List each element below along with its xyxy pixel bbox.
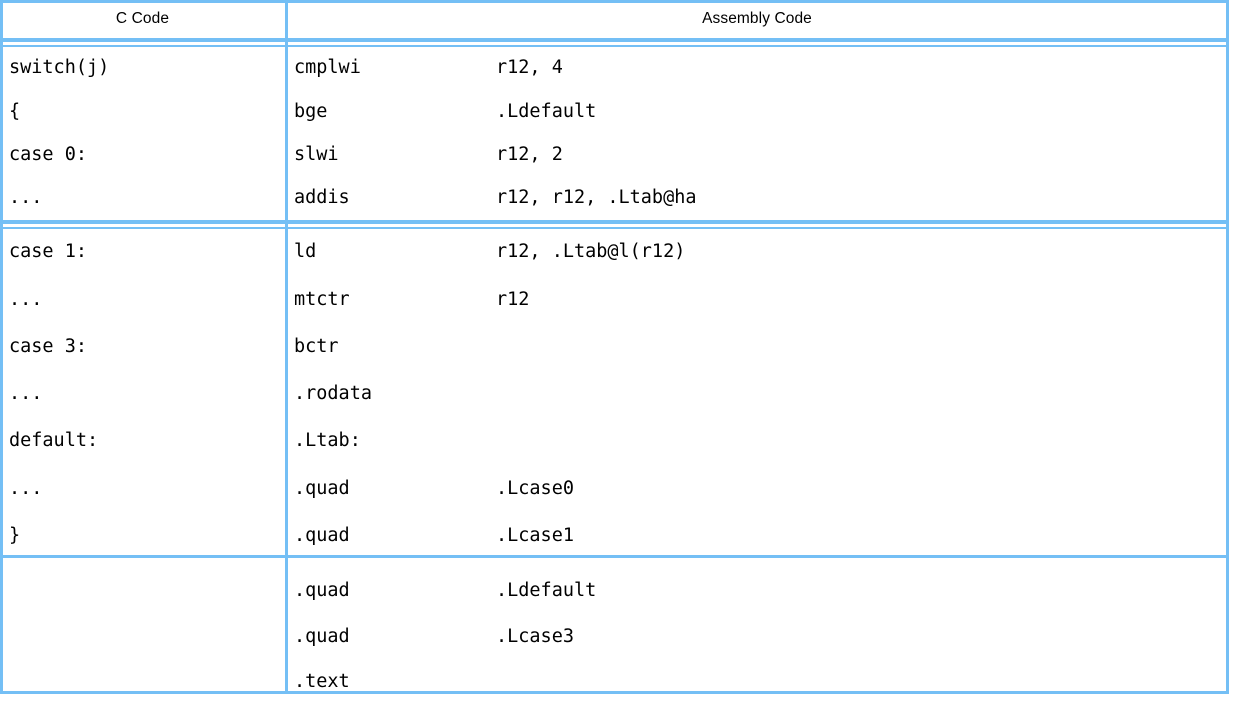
c-code-cell: } xyxy=(0,513,285,560)
table-row: .text xyxy=(0,660,1229,705)
c-code-text: case 0: xyxy=(9,143,87,165)
c-code-cell: case 3: xyxy=(0,324,285,371)
table-row: { bge .Ldefault xyxy=(0,90,1229,133)
c-code-text: ... xyxy=(9,288,43,310)
assembly-operands: r12, r12, .Ltab@ha xyxy=(496,187,697,209)
assembly-operands: r12, 2 xyxy=(496,143,563,165)
block-separator-1-thin xyxy=(0,227,1229,229)
c-code-text: default: xyxy=(9,430,99,452)
table-body: switch(j) cmplwi r12, 4 { bge .Ldefault case 0… xyxy=(0,47,1229,705)
c-code-text: ... xyxy=(9,383,43,405)
assembly-code-cell: ld r12, .Ltab@l(r12) xyxy=(285,229,1229,276)
c-code-cell: ... xyxy=(0,177,285,220)
code-block: .quad .Ldefault .quad .Lcase3 .text xyxy=(0,569,1229,705)
block-gap xyxy=(0,560,1229,569)
assembly-code-cell: .rodata xyxy=(285,371,1229,418)
block-separator-2 xyxy=(0,555,1229,558)
code-block: switch(j) cmplwi r12, 4 { bge .Ldefault case 0… xyxy=(0,47,1229,220)
table-border-left xyxy=(0,0,3,694)
table-row: .quad .Ldefault xyxy=(0,569,1229,614)
assembly-mnemonic: addis xyxy=(294,187,350,209)
c-code-cell: { xyxy=(0,90,285,133)
assembly-code-cell: .quad .Lcase0 xyxy=(285,465,1229,512)
assembly-mnemonic: .Ltab: xyxy=(294,430,361,452)
c-code-text: switch(j) xyxy=(9,57,110,79)
c-code-text: ... xyxy=(9,477,43,499)
assembly-operands: r12, .Ltab@l(r12) xyxy=(496,241,686,263)
block-separator-1-thick xyxy=(0,220,1229,224)
assembly-mnemonic: bge xyxy=(294,100,328,122)
c-code-cell: switch(j) xyxy=(0,47,285,90)
assembly-mnemonic: .quad xyxy=(294,625,350,647)
assembly-mnemonic: ld xyxy=(294,241,317,263)
assembly-code-cell: .Ltab: xyxy=(285,418,1229,465)
assembly-code-cell: bge .Ldefault xyxy=(285,90,1229,133)
table-header-row: C Code Assembly Code xyxy=(0,0,1229,38)
c-code-text: case 1: xyxy=(9,241,87,263)
c-code-text: case 3: xyxy=(9,335,87,357)
table-row: ... .rodata xyxy=(0,371,1229,418)
assembly-operands: .Lcase3 xyxy=(496,625,574,647)
c-code-cell: ... xyxy=(0,276,285,323)
table-row: .quad .Lcase3 xyxy=(0,614,1229,659)
c-code-cell: case 0: xyxy=(0,134,285,177)
c-code-cell xyxy=(0,569,285,614)
assembly-operands: r12, 4 xyxy=(496,57,563,79)
table-row: switch(j) cmplwi r12, 4 xyxy=(0,47,1229,90)
header-separator-thin xyxy=(0,45,1229,47)
table-row: case 0: slwi r12, 2 xyxy=(0,134,1229,177)
assembly-mnemonic: .rodata xyxy=(294,383,372,405)
table-border-top xyxy=(0,0,1229,3)
assembly-code-cell: .quad .Lcase3 xyxy=(285,614,1229,659)
table-row: case 1: ld r12, .Ltab@l(r12) xyxy=(0,229,1229,276)
assembly-operands: .Ldefault xyxy=(496,100,597,122)
assembly-code-cell: slwi r12, 2 xyxy=(285,134,1229,177)
column-header-assembly-code: Assembly Code xyxy=(702,10,812,27)
table-row: default: .Ltab: xyxy=(0,418,1229,465)
assembly-mnemonic: .quad xyxy=(294,580,350,602)
c-code-cell xyxy=(0,660,285,705)
assembly-code-cell: .text xyxy=(285,660,1229,705)
c-code-cell xyxy=(0,614,285,659)
c-code-text: { xyxy=(9,100,21,122)
table-border-bottom xyxy=(0,691,1229,694)
assembly-operands: .Lcase1 xyxy=(496,524,574,546)
c-code-cell: default: xyxy=(0,418,285,465)
assembly-code-cell: mtctr r12 xyxy=(285,276,1229,323)
assembly-operands: .Ldefault xyxy=(496,580,597,602)
assembly-mnemonic: .quad xyxy=(294,477,350,499)
assembly-operands: r12 xyxy=(496,288,530,310)
table-row: ... .quad .Lcase0 xyxy=(0,465,1229,512)
header-separator-thick xyxy=(0,38,1229,42)
c-code-cell: case 1: xyxy=(0,229,285,276)
assembly-code-cell: cmplwi r12, 4 xyxy=(285,47,1229,90)
assembly-mnemonic: bctr xyxy=(294,335,339,357)
column-divider xyxy=(285,0,288,694)
assembly-mnemonic: mtctr xyxy=(294,288,350,310)
assembly-mnemonic: slwi xyxy=(294,143,339,165)
code-block: case 1: ld r12, .Ltab@l(r12)... mtctr r12 cas… xyxy=(0,229,1229,560)
assembly-mnemonic: .text xyxy=(294,671,350,693)
table-row: } .quad .Lcase1 xyxy=(0,513,1229,560)
assembly-operands: .Lcase0 xyxy=(496,477,574,499)
c-code-text: ... xyxy=(9,187,43,209)
assembly-code-cell: .quad .Lcase1 xyxy=(285,513,1229,560)
column-header-c-code: C Code xyxy=(115,10,170,27)
c-code-cell: ... xyxy=(0,465,285,512)
c-code-text: } xyxy=(9,524,21,546)
table-border-right xyxy=(1226,0,1229,694)
table-row: case 3: bctr xyxy=(0,324,1229,371)
assembly-code-cell: .quad .Ldefault xyxy=(285,569,1229,614)
assembly-mnemonic: .quad xyxy=(294,524,350,546)
table-row: ... mtctr r12 xyxy=(0,276,1229,323)
c-code-cell: ... xyxy=(0,371,285,418)
assembly-code-cell: bctr xyxy=(285,324,1229,371)
table-row: ... addis r12, r12, .Ltab@ha xyxy=(0,177,1229,220)
assembly-code-cell: addis r12, r12, .Ltab@ha xyxy=(285,177,1229,220)
assembly-mnemonic: cmplwi xyxy=(294,57,361,79)
